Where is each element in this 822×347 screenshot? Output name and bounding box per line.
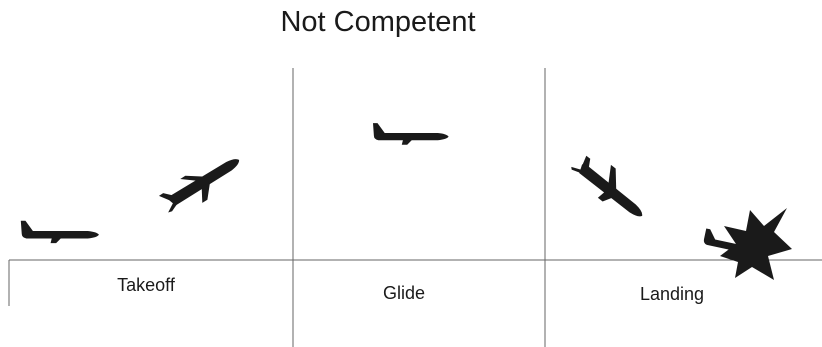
phase-label-glide: Glide — [324, 283, 484, 304]
airplane-icon — [157, 147, 249, 221]
phase-label-takeoff: Takeoff — [66, 275, 226, 296]
phase-label-landing: Landing — [592, 284, 752, 305]
grid-lines — [9, 68, 822, 347]
airplane-icon — [373, 123, 449, 145]
airplane-icon — [21, 221, 99, 243]
airplane-icon — [566, 146, 655, 226]
